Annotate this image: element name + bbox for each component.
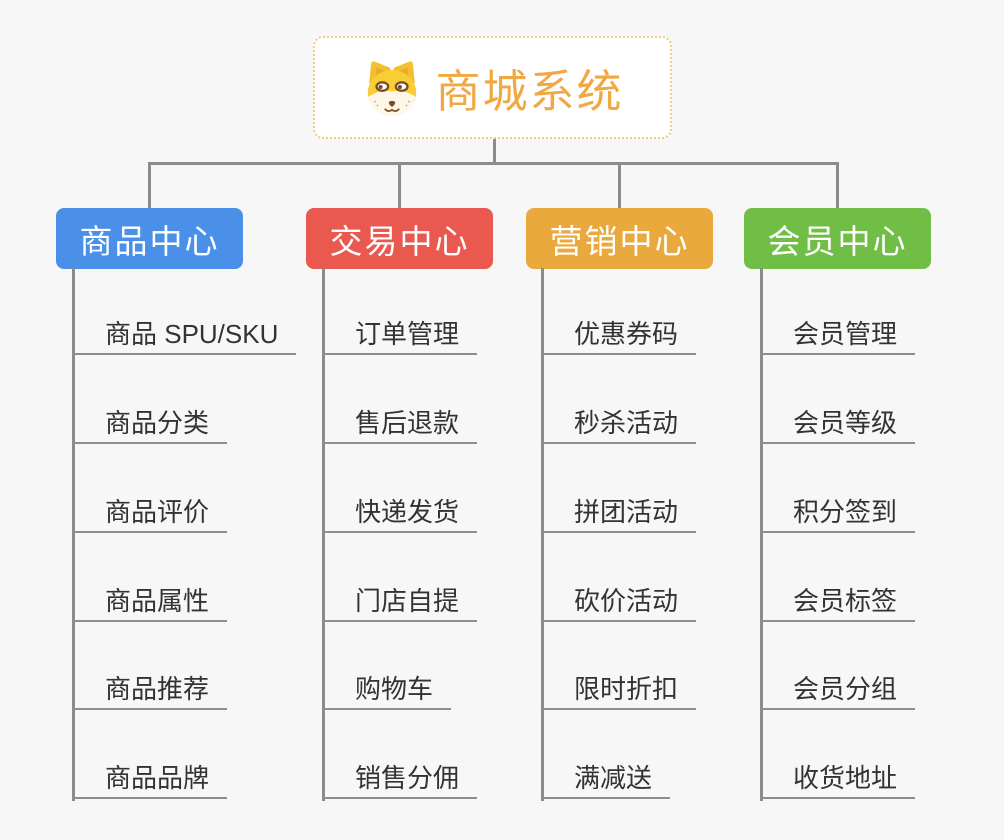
child-node[interactable]: 商品推荐 [72,670,228,710]
child-node[interactable]: 拼团活动 [541,493,697,533]
child-node[interactable]: 商品评价 [72,493,228,533]
child-node[interactable]: 订单管理 [322,315,478,355]
child-node[interactable]: 积分签到 [760,493,916,533]
branch-connector-line [322,268,325,801]
connector-root-stub [493,139,496,163]
child-node[interactable]: 商品属性 [72,582,228,622]
child-node[interactable]: 限时折扣 [541,670,697,710]
connector-drop-product [148,163,151,208]
branch-node-trade-center[interactable]: 交易中心 [306,208,493,269]
child-node[interactable]: 优惠券码 [541,315,697,355]
child-node[interactable]: 满减送 [541,759,671,799]
child-node[interactable]: 会员管理 [760,315,916,355]
child-node[interactable]: 会员等级 [760,404,916,444]
branch-connector-line [760,268,763,801]
child-node[interactable]: 秒杀活动 [541,404,697,444]
child-node[interactable]: 收货地址 [760,759,916,799]
child-node[interactable]: 商品 SPU/SKU [72,315,297,355]
connector-drop-marketing [618,163,621,208]
branch-node-product-center[interactable]: 商品中心 [56,208,243,269]
child-node[interactable]: 销售分佣 [322,759,478,799]
child-node[interactable]: 会员标签 [760,582,916,622]
connector-drop-trade [398,163,401,208]
child-node[interactable]: 商品品牌 [72,759,228,799]
child-node[interactable]: 快递发货 [322,493,478,533]
child-node[interactable]: 砍价活动 [541,582,697,622]
branch-node-member-center[interactable]: 会员中心 [744,208,931,269]
root-title: 商城系统 [435,66,624,117]
branch-connector-line [72,268,75,801]
child-node[interactable]: 会员分组 [760,670,916,710]
child-node[interactable]: 购物车 [322,670,452,710]
root-node[interactable]: 商城系统 [313,36,672,139]
child-node[interactable]: 门店自提 [322,582,478,622]
shiba-dog-icon [361,57,423,119]
connector-horizontal-rail [148,162,839,165]
child-node[interactable]: 售后退款 [322,404,478,444]
branch-node-marketing-center[interactable]: 营销中心 [526,208,713,269]
connector-drop-member [836,163,839,208]
branch-connector-line [541,268,544,801]
child-node[interactable]: 商品分类 [72,404,228,444]
